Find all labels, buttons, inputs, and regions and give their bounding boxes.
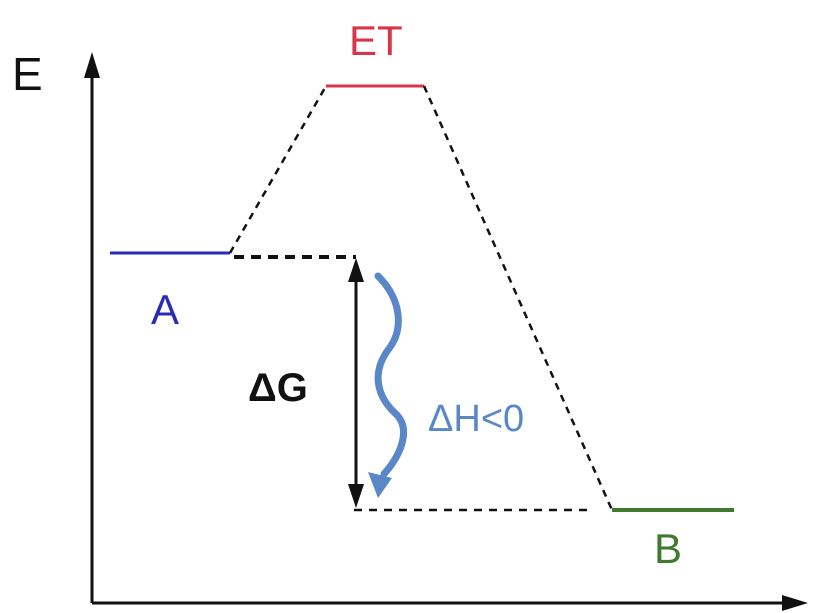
path-ts-to-product — [422, 85, 614, 511]
transition-state-label: ET — [349, 17, 403, 64]
x-axis-arrowhead — [782, 595, 808, 611]
delta-g-arrowhead-top — [348, 258, 364, 282]
path-reactant-to-ts — [228, 85, 328, 254]
product-label: B — [654, 525, 682, 572]
delta-g-label: ΔG — [248, 366, 308, 410]
y-axis-label: E — [12, 48, 43, 100]
reactant-label: A — [151, 286, 179, 333]
delta-h-label: ΔH<0 — [428, 398, 524, 440]
delta-g-arrowhead-bottom — [348, 484, 364, 508]
delta-h-arrowhead — [368, 472, 392, 498]
delta-h-wavy-arrow — [374, 272, 408, 478]
y-axis-arrowhead — [84, 52, 100, 78]
